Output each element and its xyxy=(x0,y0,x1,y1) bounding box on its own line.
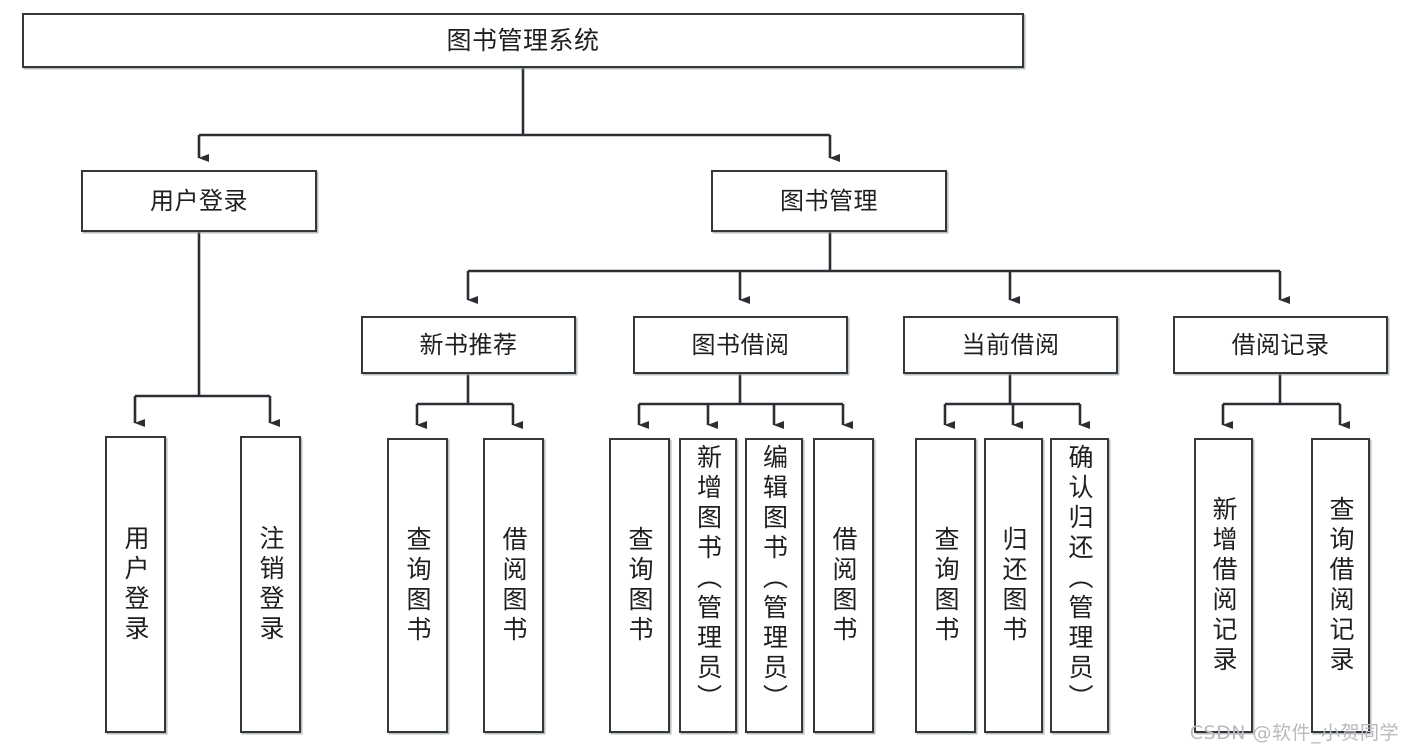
node-label: 用户登录 xyxy=(150,186,248,215)
node-label: 编辑图书（管理员） xyxy=(759,444,789,714)
node-leaf-add-book-admin[interactable]: 新增图书（管理员） xyxy=(679,438,737,733)
node-leaf-query-book-borrow[interactable]: 查询图书 xyxy=(609,438,670,733)
node-label: 确认归还（管理员） xyxy=(1065,444,1094,714)
node-label: 查询图书 xyxy=(403,525,432,646)
node-label: 查询图书 xyxy=(931,525,960,646)
node-label: 图书借阅 xyxy=(691,330,790,359)
node-leaf-add-borrow-record[interactable]: 新增借阅记录 xyxy=(1194,438,1253,733)
node-leaf-logout[interactable]: 注销登录 xyxy=(240,436,301,733)
node-leaf-query-book-recommend[interactable]: 查询图书 xyxy=(387,438,448,733)
node-label: 查询借阅记录 xyxy=(1326,495,1355,676)
node-user-login[interactable]: 用户登录 xyxy=(81,170,317,232)
node-root-book-management-system[interactable]: 图书管理系统 xyxy=(22,13,1024,68)
node-book-borrowing[interactable]: 图书借阅 xyxy=(633,316,848,374)
node-leaf-borrow-book[interactable]: 借阅图书 xyxy=(813,438,874,733)
node-book-management[interactable]: 图书管理 xyxy=(711,170,947,232)
edges-borrowrecord-to-leaves xyxy=(1221,374,1351,430)
node-label: 归还图书 xyxy=(999,525,1028,646)
node-label: 新增图书（管理员） xyxy=(693,444,723,714)
node-label: 借阅图书 xyxy=(829,525,858,646)
node-label: 图书管理系统 xyxy=(446,25,600,55)
edges-currentborrow-to-leaves xyxy=(943,374,1091,430)
node-current-borrowing[interactable]: 当前借阅 xyxy=(903,316,1118,374)
node-label: 新增借阅记录 xyxy=(1209,495,1238,676)
node-leaf-user-login[interactable]: 用户登录 xyxy=(105,436,166,733)
edges-bookmgmt-to-level3 xyxy=(466,232,1291,305)
node-leaf-query-book-current[interactable]: 查询图书 xyxy=(915,438,976,733)
edges-root-to-level2 xyxy=(197,68,841,163)
node-label: 查询图书 xyxy=(625,525,654,646)
edges-bookborrow-to-leaves xyxy=(637,374,854,430)
edges-userlogin-to-leaves xyxy=(133,232,281,428)
node-label: 注销登录 xyxy=(256,524,285,645)
node-new-book-recommendation[interactable]: 新书推荐 xyxy=(361,316,576,374)
node-label: 用户登录 xyxy=(121,524,150,645)
node-leaf-query-borrow-record[interactable]: 查询借阅记录 xyxy=(1311,438,1370,733)
node-label: 借阅图书 xyxy=(499,525,528,646)
node-label: 借阅记录 xyxy=(1231,330,1330,359)
node-borrowing-record[interactable]: 借阅记录 xyxy=(1173,316,1388,374)
node-leaf-edit-book-admin[interactable]: 编辑图书（管理员） xyxy=(745,438,803,733)
node-label: 当前借阅 xyxy=(961,330,1060,359)
node-label: 新书推荐 xyxy=(419,330,518,359)
node-leaf-confirm-return-admin[interactable]: 确认归还（管理员） xyxy=(1050,438,1109,733)
node-leaf-return-book[interactable]: 归还图书 xyxy=(984,438,1043,733)
node-label: 图书管理 xyxy=(780,186,878,215)
node-leaf-borrow-book-recommend[interactable]: 借阅图书 xyxy=(483,438,544,733)
edges-newbook-to-leaves xyxy=(415,374,524,430)
